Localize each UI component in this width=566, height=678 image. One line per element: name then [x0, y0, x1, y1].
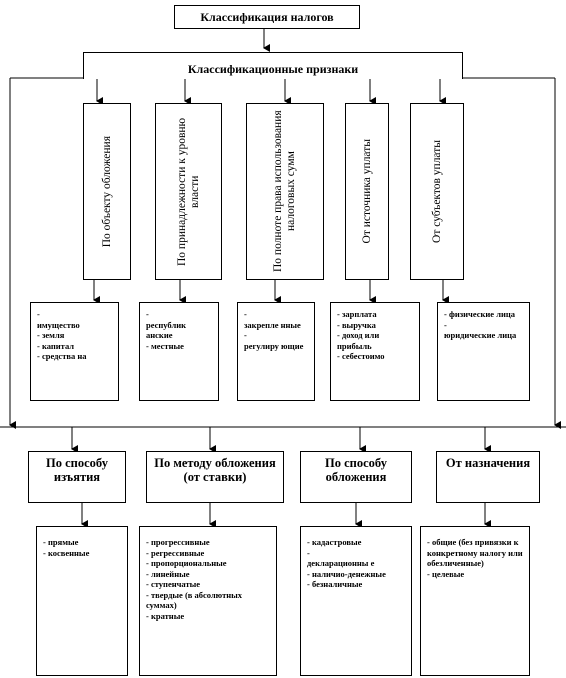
- list-item: безналичные: [311, 579, 363, 589]
- category-label: По способу обложения: [325, 456, 387, 484]
- list-item: местные: [150, 340, 184, 351]
- list-item: пропорциональные: [150, 558, 227, 568]
- category-label: По методу обложения (от ставки): [154, 456, 276, 484]
- list-item: юридические лица: [444, 330, 517, 340]
- list-item: наличио-денежные: [311, 568, 386, 579]
- list-by-source: - зарплата - выручка - доход или прибыль…: [330, 302, 420, 401]
- list-by-purpose: - общие (без привязки к конкретному нало…: [420, 526, 530, 676]
- category-label: От назначения: [445, 456, 531, 470]
- list-item: имущество: [37, 319, 80, 330]
- list-item: твердые (в абсолютных суммах): [146, 589, 243, 611]
- diagram-title: Классификация налогов: [174, 5, 360, 29]
- list-item: целевые: [431, 568, 465, 579]
- list-item: общие (без привязки к конкретному налогу…: [427, 537, 523, 568]
- list-by-subject: - физические лица - юридические лица: [437, 302, 530, 401]
- list-item: закрепле нные: [244, 319, 301, 330]
- category-label: По способу изъятия: [46, 456, 108, 484]
- list-item: доход или прибыль: [337, 330, 380, 351]
- list-item: декларационны е: [307, 558, 375, 568]
- category-by-object: По объекту обложения: [83, 103, 131, 280]
- list-by-power-level: - республик анские - местные: [139, 302, 219, 401]
- category-by-power-level: По принадлежности к уровню власти: [155, 103, 222, 280]
- list-item: кадастровые: [311, 537, 362, 547]
- list-item: выручка: [341, 319, 376, 330]
- list-by-method: - прогрессивные - регрессивные - пропорц…: [139, 526, 277, 676]
- list-by-rights: - закрепле нные - регулиру ющие: [237, 302, 315, 401]
- list-item: прямые: [47, 537, 79, 547]
- category-by-subject: От субъектов уплаты: [410, 103, 464, 280]
- list-item: линейные: [150, 568, 190, 579]
- category-by-taxation-way: По способу обложения: [300, 451, 412, 503]
- list-item: капитал: [41, 340, 75, 351]
- category-by-source: От источника уплаты: [345, 103, 389, 280]
- list-item: земля: [41, 330, 65, 340]
- list-item: кратные: [150, 610, 185, 621]
- diagram-subtitle: Классификационные признаки: [83, 52, 463, 79]
- list-item: зарплата: [341, 309, 377, 319]
- list-item: прогрессивные: [150, 537, 210, 547]
- category-by-purpose: От назначения: [436, 451, 540, 503]
- list-by-object: - имущество - земля - капитал - средства…: [30, 302, 119, 401]
- list-by-taxation-way: - кадастровые - декларационны е - наличи…: [300, 526, 412, 676]
- category-label: От источника уплаты: [360, 139, 373, 244]
- list-item: республик анские: [146, 319, 187, 341]
- list-item: ступенчатые: [150, 579, 201, 589]
- list-item: себестоимо: [341, 351, 385, 361]
- category-by-withdrawal: По способу изъятия: [28, 451, 126, 503]
- category-label: От субъектов уплаты: [430, 140, 443, 243]
- list-item: косвенные: [47, 547, 90, 558]
- list-item: физические лица: [448, 309, 516, 319]
- category-by-method: По методу обложения (от ставки): [146, 451, 284, 503]
- list-by-withdrawal: - прямые - косвенные: [36, 526, 128, 676]
- list-item: средства на: [41, 351, 87, 361]
- category-by-rights: По полноте права использования налоговых…: [246, 103, 324, 280]
- category-label: По принадлежности к уровню власти: [175, 117, 201, 266]
- category-label: По полноте права использования налоговых…: [272, 110, 297, 273]
- category-label: По объекту обложения: [100, 135, 113, 248]
- list-item: регрессивные: [150, 547, 205, 558]
- list-item: регулиру ющие: [244, 340, 304, 351]
